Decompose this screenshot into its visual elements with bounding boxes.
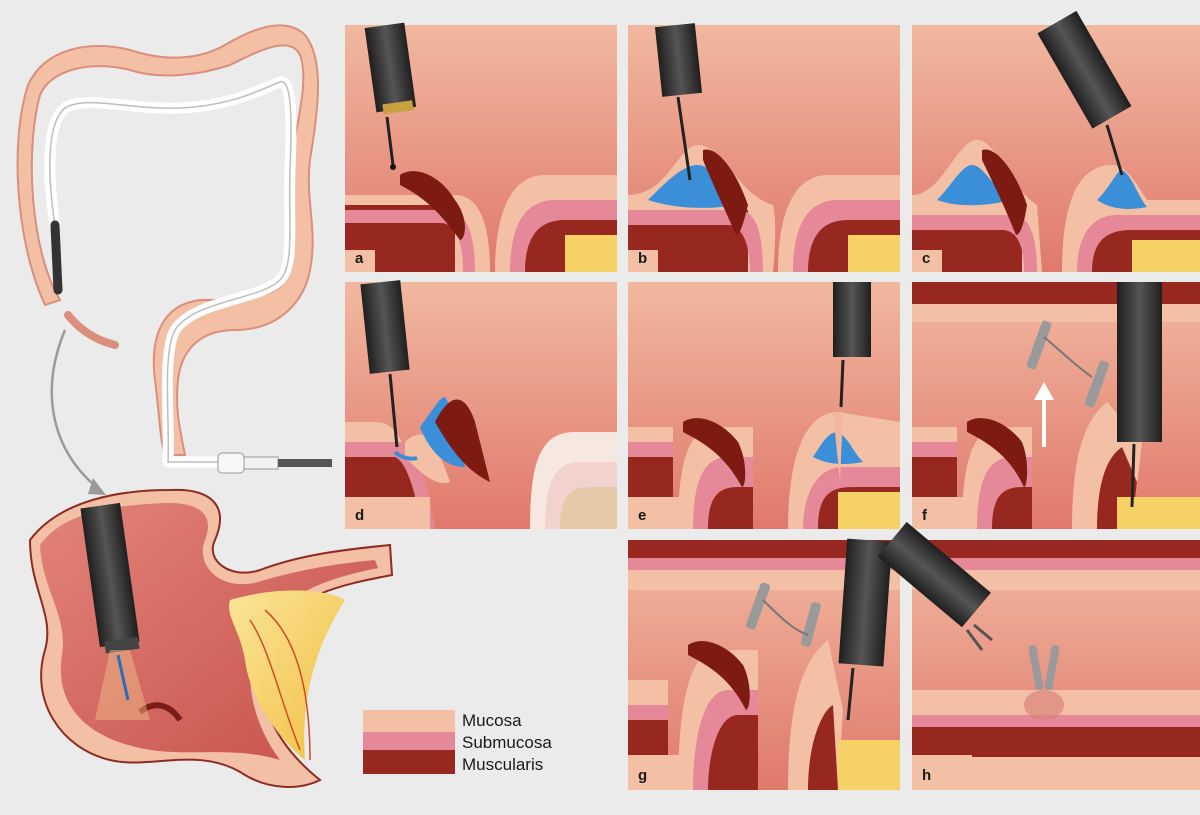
light-cone	[95, 650, 150, 720]
legend-swatch-mucosa	[363, 710, 455, 732]
panel-h: h	[877, 522, 1200, 790]
legend-label-mucosa: Mucosa	[462, 711, 522, 730]
panel-label-g: g	[638, 767, 647, 784]
panel-label-c: c	[922, 250, 930, 267]
panel-label-e: e	[638, 507, 646, 524]
colon-overview	[16, 24, 332, 495]
panel-label-h: h	[922, 767, 931, 784]
panel-a: a	[345, 22, 617, 272]
clip-open	[1026, 320, 1110, 408]
rectum-knife	[116, 654, 130, 701]
zoom-arrowhead	[88, 478, 106, 495]
panel-label-f: f	[922, 507, 928, 524]
legend-label-muscularis: Muscularis	[462, 755, 543, 774]
lesion	[138, 702, 183, 722]
endoscope-tip	[104, 636, 140, 654]
scope-connector	[217, 452, 332, 474]
scope-tube-in-colon	[44, 76, 297, 468]
panel-label-d: d	[355, 507, 364, 524]
zoom-arrow	[50, 329, 101, 491]
scope-tube-outline	[49, 81, 292, 463]
scope-tip-in-colon	[50, 220, 63, 295]
panel-label-a: a	[355, 250, 364, 267]
panel-label-b: b	[638, 250, 647, 267]
panel-c: c	[912, 10, 1200, 272]
colon-tail	[64, 311, 119, 349]
legend-label-submucosa: Submucosa	[462, 733, 552, 752]
endoscope-shaft	[80, 502, 140, 648]
rectum-detail	[28, 488, 394, 788]
panel-g: g	[628, 538, 900, 790]
lift-arrow-head	[1034, 382, 1054, 400]
panel-d: d	[345, 280, 617, 529]
panel-e: e	[628, 282, 900, 529]
tissue-legend: Mucosa Submucosa Muscularis	[363, 710, 552, 774]
panel-b: b	[628, 23, 900, 272]
panel-f: f	[912, 282, 1200, 529]
vessel	[249, 609, 311, 761]
legend-swatch-muscularis	[363, 750, 455, 774]
legend-swatch-submucosa	[363, 732, 455, 750]
